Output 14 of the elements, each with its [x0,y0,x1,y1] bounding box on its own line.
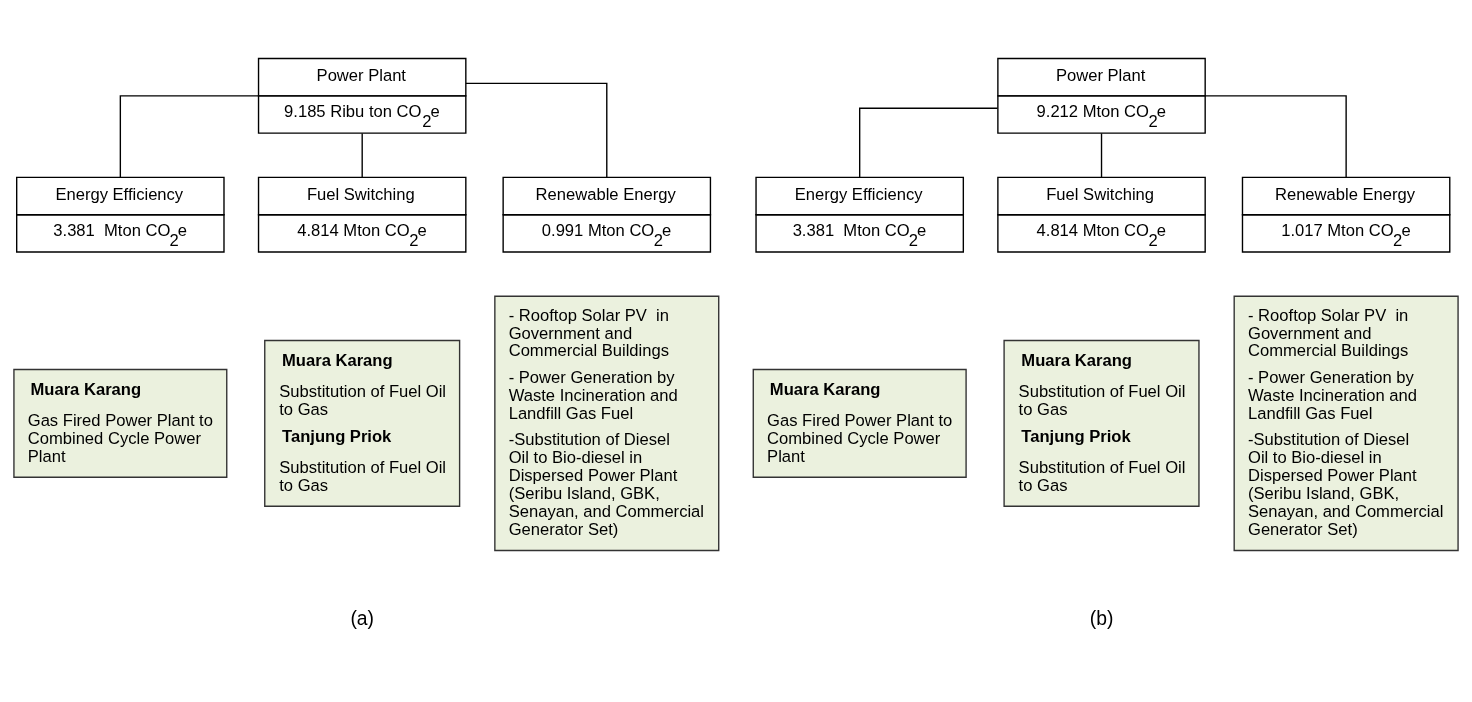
connector [1100,132,1103,178]
connector [859,107,999,178]
connector [361,132,363,178]
connector [119,94,259,178]
node-box: - Rooftop Solar PV in Government and Commercial Buildings - Power Generation by Waste Incineration and Landfill Gas Fuel -Substitution of Diesel Oil to Bio-diesel in Dispersed Power Plant (Seribu Island, GBK, Senayan, and Commercial Generator Set) [494,295,720,551]
label: (a) [350,606,375,629]
node-box: - Rooftop Solar PV in Government and Commercial Buildings - Power Generation by Waste Incineration and Landfill Gas Fuel -Substitution of Diesel Oil to Bio-diesel in Dispersed Power Plant (Seribu Island, GBK, Senayan, and Commercial Generator Set) [1233,295,1459,551]
node-box: Muara Karang Gas Fired Power Plant to Combined Cycle Power Plant [13,368,228,478]
label: (b) [1089,606,1114,629]
node-box: Muara Karang Substitution of Fuel Oil to Gas Tanjung Priok Substitution of Fuel Oil to Gas [1003,339,1200,507]
node-box: Muara Karang Substitution of Fuel Oil to Gas Tanjung Priok Substitution of Fuel Oil to Gas [264,339,461,507]
connector [465,82,608,178]
node-box: Muara Karang Gas Fired Power Plant to Combined Cycle Power Plant [752,368,967,478]
connector [1204,94,1347,178]
